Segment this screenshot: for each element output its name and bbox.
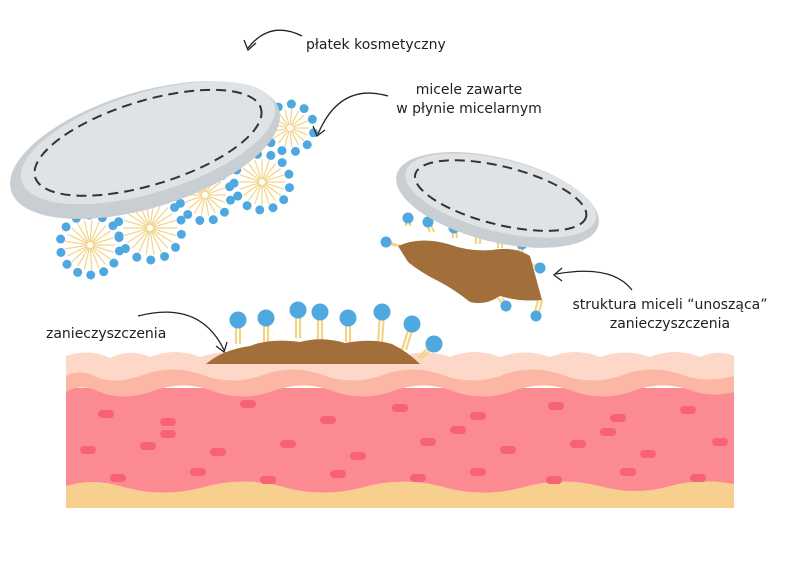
skin-cell bbox=[280, 440, 296, 448]
skin-cell bbox=[546, 476, 562, 484]
skin bbox=[66, 352, 734, 508]
arrow-dirt bbox=[137, 311, 225, 351]
micelle-molecule bbox=[380, 236, 401, 248]
micelle-molecule bbox=[311, 303, 329, 340]
skin-cell bbox=[392, 404, 408, 412]
skin-cell bbox=[320, 416, 336, 424]
arrow-lifting-head bbox=[552, 267, 563, 282]
cotton-pad-small bbox=[396, 152, 599, 248]
micelle-sphere bbox=[56, 210, 124, 280]
skin-cell bbox=[190, 468, 206, 476]
arrow-micelles bbox=[317, 92, 389, 135]
skin-cell bbox=[110, 474, 126, 482]
skin-cell bbox=[620, 468, 636, 476]
skin-cell bbox=[680, 406, 696, 414]
label-dirt: zanieczyszczenia bbox=[46, 326, 167, 342]
arrow-lifting bbox=[555, 270, 633, 291]
micelle-molecule bbox=[422, 216, 436, 233]
skin-cell bbox=[140, 442, 156, 450]
micelle-molecule bbox=[530, 299, 544, 322]
skin-cell bbox=[712, 438, 728, 446]
skin-cell bbox=[610, 414, 626, 422]
skin-cell bbox=[410, 474, 426, 482]
micelle-molecule bbox=[373, 303, 391, 345]
skin-cell bbox=[330, 470, 346, 478]
micelle-molecule bbox=[497, 297, 512, 312]
skin-cell bbox=[470, 412, 486, 420]
label-micelles: micele zawarte w płynie micelarnym bbox=[396, 82, 542, 117]
micelle-molecule bbox=[531, 262, 546, 274]
skin-cell bbox=[570, 440, 586, 448]
skin-cell bbox=[640, 450, 656, 458]
arrows bbox=[137, 29, 633, 354]
micelle-molecule bbox=[229, 311, 247, 344]
arrow-pad bbox=[247, 29, 303, 49]
skin-cell bbox=[160, 418, 176, 426]
skin-cell bbox=[470, 468, 486, 476]
micelle-molecule bbox=[339, 309, 357, 342]
skin-cell bbox=[350, 452, 366, 460]
skin-cell bbox=[500, 446, 516, 454]
skin-cell bbox=[260, 476, 276, 484]
arrow-pad-head bbox=[243, 39, 257, 52]
skin-cell bbox=[600, 428, 616, 436]
skin-cell bbox=[210, 448, 226, 456]
micelle-molecule bbox=[257, 309, 275, 342]
arrow-dirt-head bbox=[215, 341, 228, 354]
micelle-molecule bbox=[400, 315, 421, 351]
arrow-micelles-head bbox=[312, 125, 326, 138]
dirt-on-skin bbox=[206, 339, 420, 364]
micelle-molecule bbox=[289, 301, 307, 338]
skin-dermis bbox=[66, 388, 734, 493]
skin-cell bbox=[690, 474, 706, 482]
skin-cell bbox=[240, 400, 256, 408]
skin-cell bbox=[450, 426, 466, 434]
skin-cell bbox=[160, 430, 176, 438]
skin-cell bbox=[420, 438, 436, 446]
micelle-molecule bbox=[417, 335, 443, 359]
label-cotton-pad: płatek kosmetyczny bbox=[306, 37, 446, 53]
surface-micelles bbox=[229, 301, 443, 359]
skin-cells bbox=[80, 400, 728, 484]
label-lifting-structure: struktura miceli “unosząca” zanieczyszcz… bbox=[572, 297, 768, 332]
micelle-molecule bbox=[402, 212, 414, 226]
skin-cell bbox=[80, 446, 96, 454]
cotton-pad-large bbox=[10, 81, 280, 219]
skin-cell bbox=[548, 402, 564, 410]
dirt-lifted bbox=[398, 240, 542, 304]
skin-cell bbox=[98, 410, 114, 418]
